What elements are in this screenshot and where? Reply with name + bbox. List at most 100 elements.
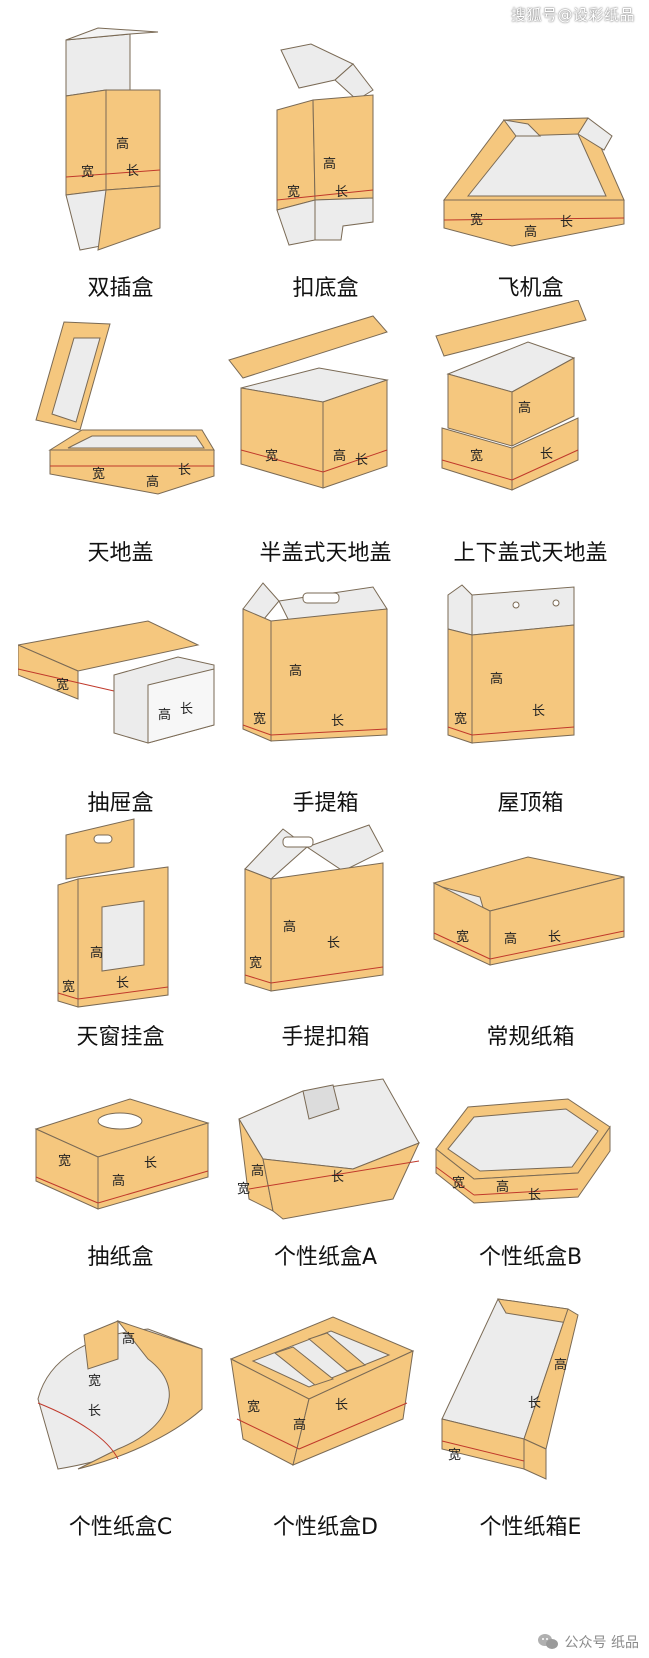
box-name: 个性纸盒A — [273, 1245, 378, 1270]
box-name: 常规纸箱 — [486, 1025, 575, 1050]
box-card-telescope: 宽 高 长 天地盖 — [18, 300, 223, 565]
box-card-custom-b: 宽 高 长 个性纸盒B — [428, 1049, 633, 1269]
box-name: 半盖式天地盖 — [259, 541, 392, 566]
box-name: 个性纸盒D — [273, 1515, 378, 1540]
box-name: 个性纸箱E — [479, 1515, 582, 1540]
length-label: 长 — [327, 936, 340, 951]
width-label: 宽 — [56, 677, 69, 693]
height-label: 高 — [251, 1163, 264, 1179]
box-name: 飞机盒 — [497, 276, 564, 301]
width-label: 宽 — [454, 711, 467, 727]
length-label: 长 — [144, 1156, 157, 1171]
height-label: 高 — [146, 474, 159, 490]
width-label: 宽 — [253, 711, 266, 727]
double-tuck-box-illustration: 高 宽 长 — [65, 27, 161, 251]
length-label: 长 — [532, 704, 545, 719]
width-label: 宽 — [88, 1373, 101, 1389]
box-card-roof-box: 高 宽 长 屋顶箱 — [428, 565, 633, 815]
length-label: 长 — [331, 714, 344, 729]
custom-box-c-illustration: 高 宽 长 — [37, 1319, 203, 1470]
length-label: 长 — [88, 1404, 101, 1419]
width-label: 宽 — [249, 955, 262, 971]
height-label: 高 — [496, 1179, 509, 1195]
box-name: 上下盖式天地盖 — [453, 541, 608, 566]
watermark-bottom: 公众号 纸品 — [537, 1632, 639, 1652]
height-label: 高 — [289, 663, 302, 679]
handle-box-illustration: 高 宽 长 — [242, 582, 388, 742]
lock-bottom-box-illustration: 高 宽 长 — [276, 43, 374, 246]
box-card-top-bottom-lid: 高 宽 长 上下盖式天地盖 — [428, 300, 633, 565]
roof-box-illustration: 高 宽 长 — [447, 584, 575, 744]
height-label: 高 — [90, 945, 103, 961]
width-label: 宽 — [448, 1447, 461, 1463]
box-name: 天地盖 — [87, 541, 154, 566]
width-label: 宽 — [58, 1153, 71, 1169]
watermark-bottom-text: 公众号 纸品 — [564, 1635, 639, 1651]
length-label: 长 — [528, 1188, 541, 1203]
width-label: 宽 — [456, 929, 469, 945]
width-label: 宽 — [81, 164, 94, 180]
height-label: 高 — [490, 671, 503, 687]
handle-lock-box-illustration: 高 宽 长 — [244, 824, 384, 992]
width-label: 宽 — [265, 448, 278, 464]
telescope-box-illustration: 宽 高 长 — [35, 321, 215, 495]
width-label: 宽 — [247, 1399, 260, 1415]
box-card-custom-c: 高 宽 长 个性纸盒C — [18, 1269, 223, 1539]
box-name: 抽屉盒 — [87, 791, 154, 816]
height-label: 高 — [112, 1173, 125, 1189]
top-bottom-lid-box-illustration: 高 宽 长 — [435, 300, 587, 491]
box-card-custom-d: 宽 高 长 个性纸盒D — [223, 1269, 428, 1539]
window-hang-box-illustration: 高 宽 长 — [57, 818, 169, 1008]
length-label: 长 — [126, 164, 139, 179]
watermark-top: 搜狐号@设彩纸品 — [510, 6, 635, 24]
width-label: 宽 — [287, 184, 300, 200]
width-label: 宽 — [92, 466, 105, 482]
wechat-icon — [537, 1634, 558, 1649]
custom-box-d-illustration: 宽 高 长 — [229, 1316, 415, 1466]
box-name: 扣底盒 — [292, 276, 359, 301]
box-card-half-lid: 宽 高 长 半盖式天地盖 — [223, 300, 428, 565]
box-card-custom-a: 高 宽 长 个性纸盒A — [223, 1049, 428, 1269]
box-name: 手提扣箱 — [281, 1025, 370, 1050]
half-lid-box-illustration: 宽 高 长 — [228, 315, 389, 489]
box-card-window-hang: 高 宽 长 天窗挂盒 — [18, 815, 223, 1049]
box-card-handle-lock-box: 高 宽 长 手提扣箱 — [223, 815, 428, 1049]
box-name: 抽纸盒 — [87, 1245, 154, 1270]
width-label: 宽 — [62, 979, 75, 995]
length-label: 长 — [116, 976, 129, 991]
height-label: 高 — [293, 1417, 306, 1433]
height-label: 高 — [333, 448, 346, 464]
length-label: 长 — [355, 453, 368, 468]
box-name: 屋顶箱 — [497, 791, 564, 816]
length-label: 长 — [528, 1396, 541, 1411]
height-label: 高 — [122, 1331, 135, 1347]
box-name: 双插盒 — [87, 276, 154, 301]
box-type-grid: 高 宽 长 双插盒 高 宽 长 扣底盒 宽 高 — [18, 0, 633, 1539]
height-label: 高 — [554, 1357, 567, 1373]
regular-carton-illustration: 宽 高 长 — [432, 856, 625, 966]
length-label: 长 — [560, 215, 573, 230]
width-label: 宽 — [452, 1175, 465, 1191]
box-card-tissue-box: 宽 高 长 抽纸盒 — [18, 1049, 223, 1269]
box-name: 天窗挂盒 — [76, 1025, 165, 1050]
height-label: 高 — [323, 156, 336, 172]
box-name: 手提箱 — [292, 791, 359, 816]
box-card-mailer: 宽 高 长 飞机盒 — [428, 0, 633, 300]
height-label: 高 — [283, 919, 296, 935]
box-name: 个性纸盒B — [478, 1245, 583, 1270]
drawer-box-illustration: 宽 高 长 — [18, 620, 215, 744]
height-label: 高 — [116, 136, 129, 152]
height-label: 高 — [504, 931, 517, 947]
length-label: 长 — [335, 1398, 348, 1413]
mailer-box-illustration: 宽 高 长 — [443, 117, 625, 247]
length-label: 长 — [548, 930, 561, 945]
box-card-double-tuck: 高 宽 长 双插盒 — [18, 0, 223, 300]
length-label: 长 — [180, 702, 193, 717]
length-label: 长 — [178, 463, 191, 478]
tissue-box-illustration: 宽 高 长 — [34, 1098, 210, 1210]
box-card-handle-box: 高 宽 长 手提箱 — [223, 565, 428, 815]
width-label: 宽 — [470, 212, 483, 228]
width-label: 宽 — [470, 448, 483, 464]
width-label: 宽 — [237, 1181, 250, 1197]
height-label: 高 — [524, 224, 537, 240]
